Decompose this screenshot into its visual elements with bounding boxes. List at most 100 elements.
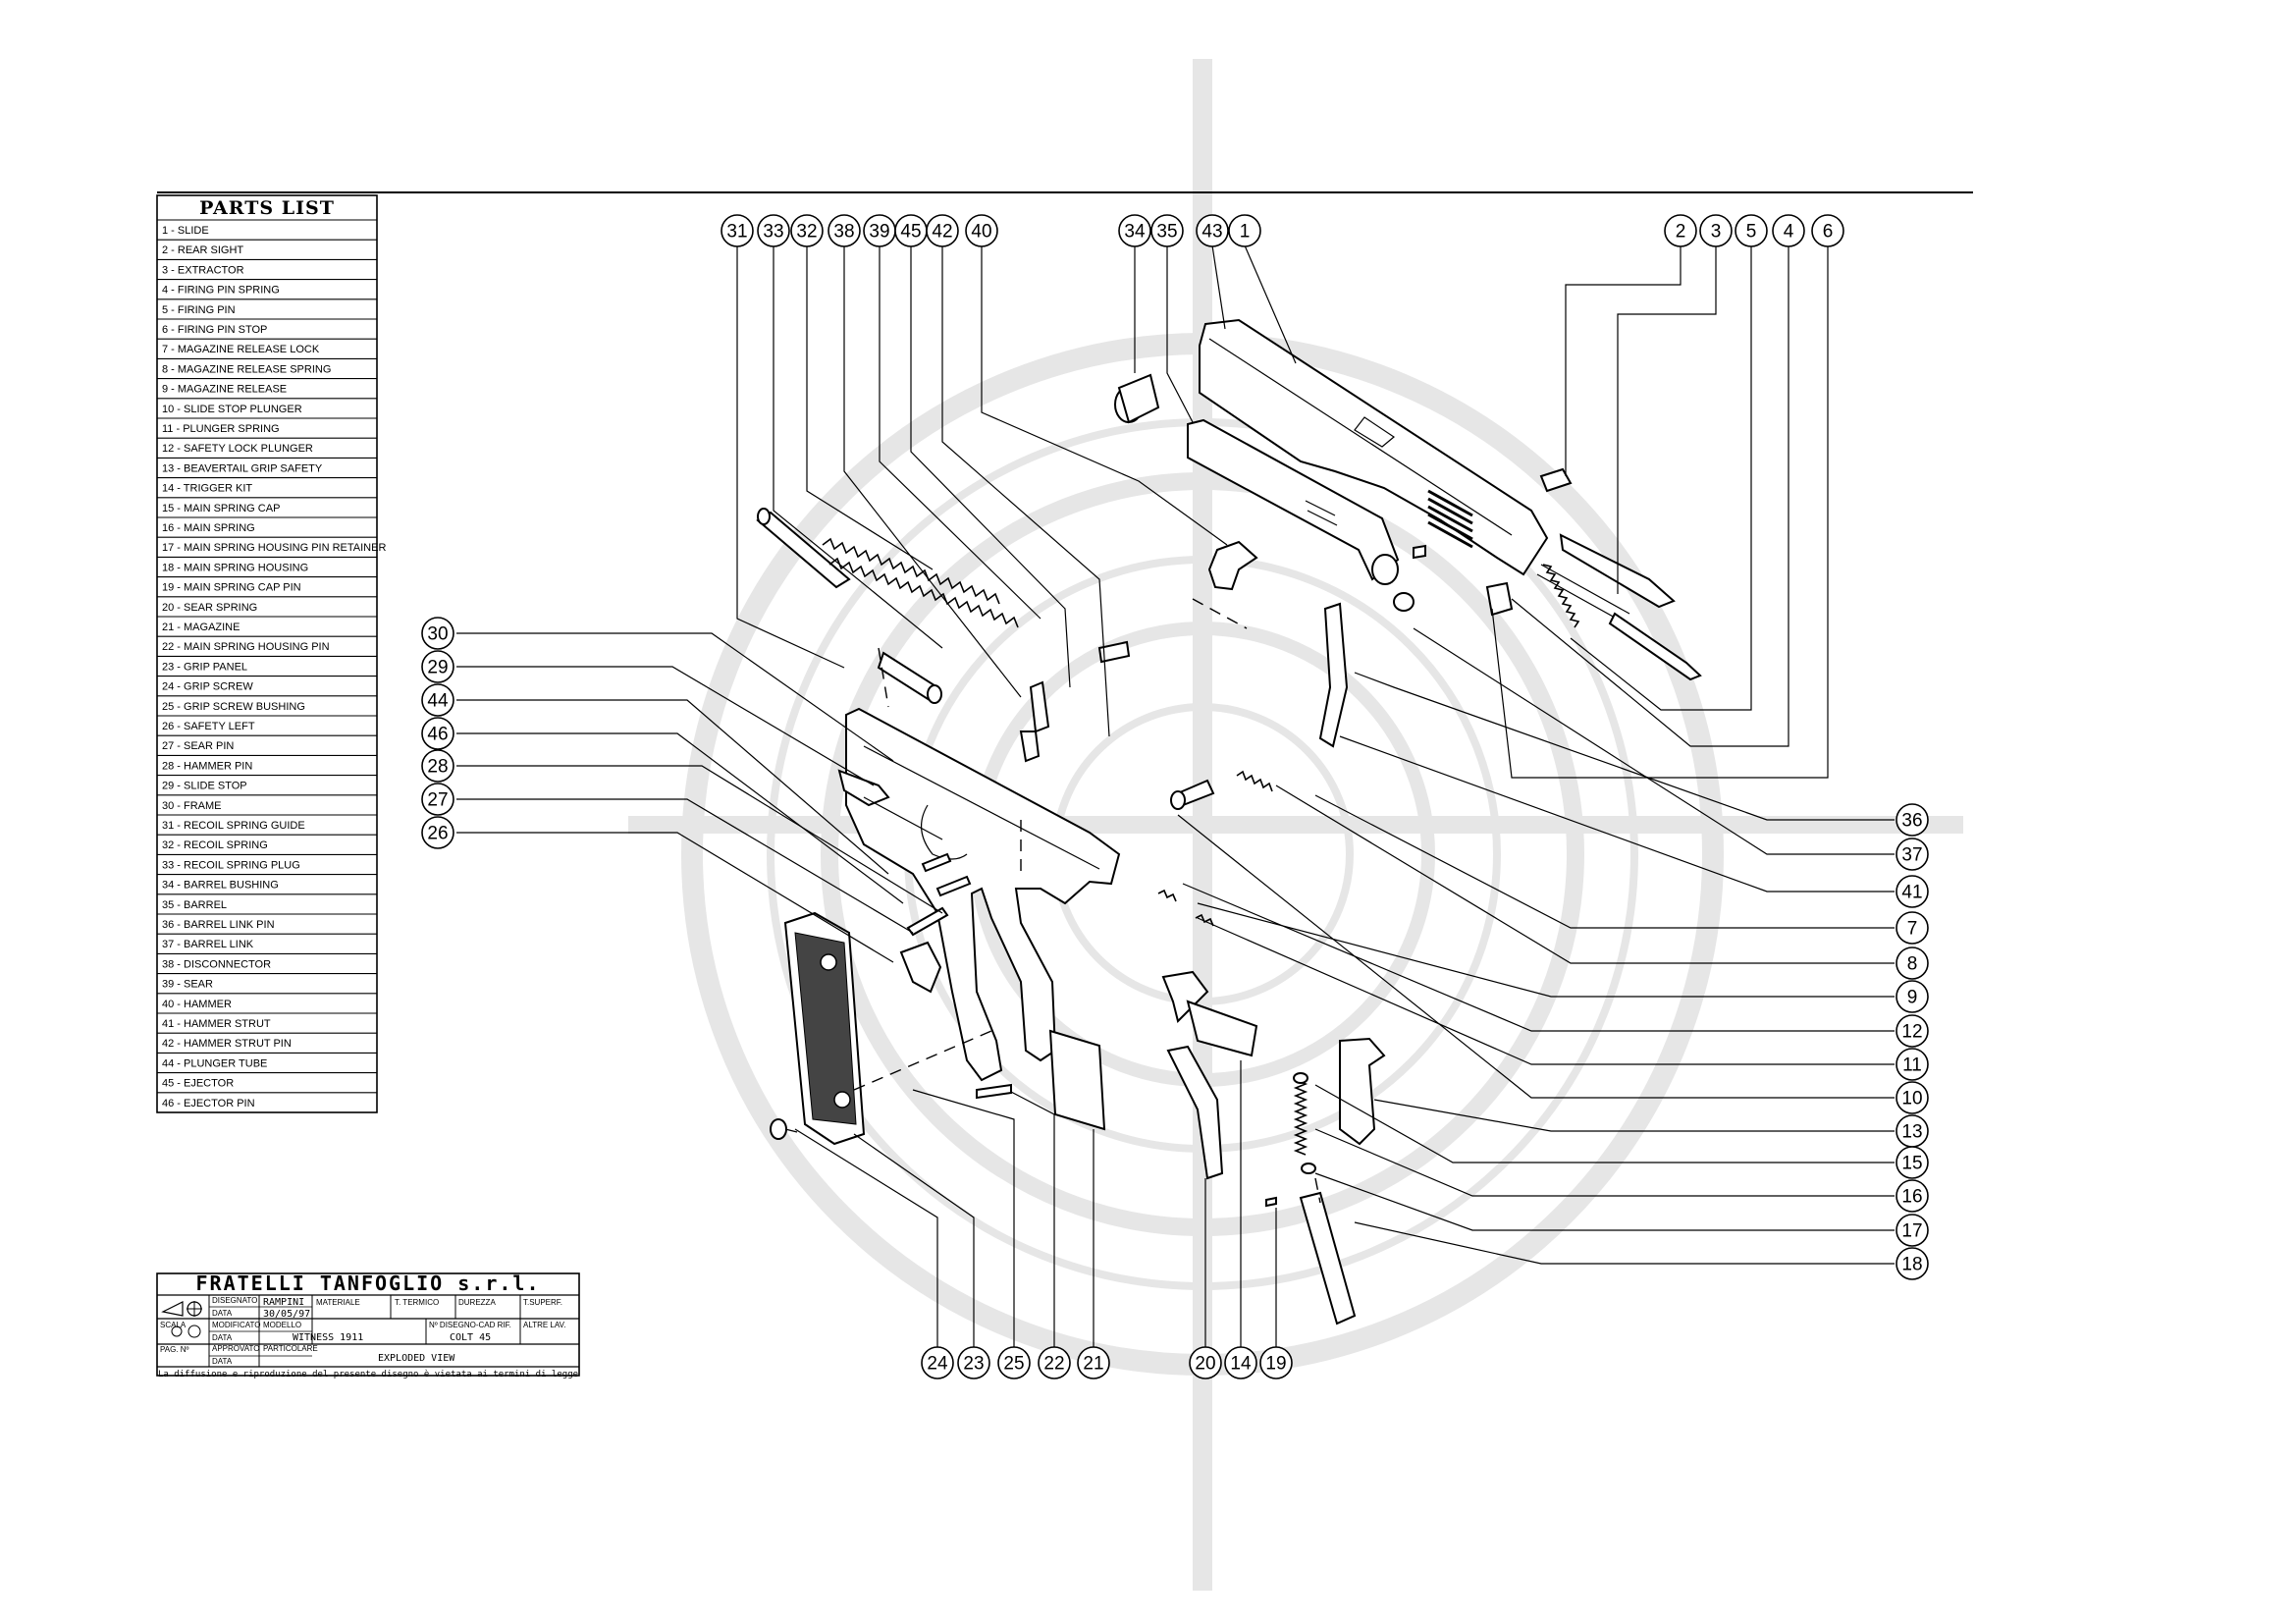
callout-number: 23 xyxy=(963,1354,984,1375)
parts-list-row: 14 - TRIGGER KIT xyxy=(162,483,252,495)
approved-label: APPROVATO xyxy=(212,1344,259,1353)
callout-44: 44 xyxy=(421,683,454,717)
callout-number: 44 xyxy=(427,691,449,712)
callout-6: 6 xyxy=(1811,214,1844,247)
callout-11: 11 xyxy=(1896,1048,1929,1081)
callout-number: 27 xyxy=(427,790,448,811)
callout-5: 5 xyxy=(1735,214,1768,247)
callout-4: 4 xyxy=(1772,214,1805,247)
parts-list-row: 11 - PLUNGER SPRING xyxy=(162,423,280,435)
main-spring-housing-part xyxy=(1265,1191,1357,1325)
parts-list-row: 8 - MAGAZINE RELEASE SPRING xyxy=(162,363,331,375)
parts-list-row: 28 - HAMMER PIN xyxy=(162,760,252,772)
callout-12: 12 xyxy=(1896,1014,1929,1048)
callout-number: 8 xyxy=(1907,954,1918,975)
callout-3: 3 xyxy=(1699,214,1733,247)
callout-35: 35 xyxy=(1150,214,1184,247)
callout-8: 8 xyxy=(1896,947,1929,980)
callout-number: 19 xyxy=(1265,1354,1286,1375)
firing-pin-stop-part xyxy=(1485,581,1514,617)
callout-number: 33 xyxy=(763,222,783,243)
callout-21: 21 xyxy=(1077,1346,1110,1380)
part-value: EXPLODED VIEW xyxy=(378,1353,455,1364)
callout-24: 24 xyxy=(921,1346,954,1380)
date-label: DATA xyxy=(212,1309,233,1318)
page-label: PAG. Nº xyxy=(160,1345,189,1354)
sear-part xyxy=(1019,730,1041,763)
parts-list-row: 42 - HAMMER STRUT PIN xyxy=(162,1038,292,1050)
parts-list-row: 40 - HAMMER xyxy=(162,999,232,1010)
callout-46: 46 xyxy=(421,717,454,750)
slide-stop-part xyxy=(837,769,943,840)
callout-27: 27 xyxy=(421,783,454,816)
callout-1: 1 xyxy=(1228,214,1261,247)
callout-34: 34 xyxy=(1118,214,1151,247)
callout-number: 11 xyxy=(1902,1055,1922,1076)
callout-38: 38 xyxy=(828,214,861,247)
parts-list-row: 23 - GRIP PANEL xyxy=(162,661,247,673)
parts-list-row: 21 - MAGAZINE xyxy=(162,622,240,633)
callout-31: 31 xyxy=(721,214,754,247)
main-spring-parts xyxy=(1293,1072,1316,1174)
callout-number: 24 xyxy=(927,1354,948,1375)
hammer-strut-pin-part xyxy=(1236,770,1273,792)
parts-list-row: 32 - RECOIL SPRING xyxy=(162,839,268,851)
reference-value: COLT 45 xyxy=(450,1332,491,1343)
callout-number: 12 xyxy=(1901,1022,1922,1043)
firing-pin-spring-part xyxy=(1536,564,1630,628)
parts-list-row: 7 - MAGAZINE RELEASE LOCK xyxy=(162,344,320,355)
parts-list-row: 6 - FIRING PIN STOP xyxy=(162,324,267,336)
callout-number: 1 xyxy=(1240,222,1251,243)
parts-list-row: 46 - EJECTOR PIN xyxy=(162,1098,255,1109)
barrel-bushing-part xyxy=(1114,373,1160,424)
recoil-spring-plug-part xyxy=(877,651,942,704)
parts-list-row: 2 - REAR SIGHT xyxy=(162,244,243,256)
safety-left-part xyxy=(899,941,942,994)
trigger-part xyxy=(1161,970,1258,1057)
slide-part xyxy=(1199,318,1549,576)
parts-list-row: 17 - MAIN SPRING HOUSING PIN RETAINER xyxy=(162,542,386,554)
callout-30: 30 xyxy=(421,617,454,650)
hardness-label: DUREZZA xyxy=(458,1298,496,1307)
callout-13: 13 xyxy=(1896,1114,1929,1148)
parts-list-row: 5 - FIRING PIN xyxy=(162,304,236,316)
callout-36: 36 xyxy=(1896,803,1929,837)
parts-list-row: 33 - RECOIL SPRING PLUG xyxy=(162,859,300,871)
callout-2: 2 xyxy=(1664,214,1697,247)
callout-number: 15 xyxy=(1901,1154,1922,1174)
other-work-label: ALTRE LAV. xyxy=(523,1321,565,1329)
parts-list-row: 15 - MAIN SPRING CAP xyxy=(162,503,280,514)
parts-list-title: PARTS LIST xyxy=(199,197,335,219)
barrel-part xyxy=(1187,418,1400,585)
pins-parts xyxy=(906,852,1012,1100)
callout-number: 2 xyxy=(1676,222,1686,243)
callout-10: 10 xyxy=(1896,1081,1929,1114)
heat-treatment-label: T. TERMICO xyxy=(395,1298,439,1307)
parts-list-row: 19 - MAIN SPRING CAP PIN xyxy=(162,582,301,594)
callout-22: 22 xyxy=(1038,1346,1071,1380)
callout-19: 19 xyxy=(1259,1346,1293,1380)
callout-42: 42 xyxy=(926,214,959,247)
disconnector-part xyxy=(1029,680,1050,733)
tanfoglio-logo-icon xyxy=(161,1301,202,1317)
grip-screw-part xyxy=(770,1118,798,1140)
callout-39: 39 xyxy=(863,214,896,247)
callout-number: 31 xyxy=(726,222,747,243)
scale-label: SCALA xyxy=(160,1321,187,1329)
frame-part xyxy=(845,707,1121,1082)
callout-number: 13 xyxy=(1901,1122,1922,1143)
parts-list-row: 26 - SAFETY LEFT xyxy=(162,721,255,732)
callout-28: 28 xyxy=(421,749,454,783)
callout-26: 26 xyxy=(421,816,454,849)
callout-number: 32 xyxy=(796,222,817,243)
callout-41: 41 xyxy=(1896,875,1929,908)
callout-number: 14 xyxy=(1230,1354,1252,1375)
barrel-link-part xyxy=(1393,544,1426,612)
callout-number: 40 xyxy=(971,222,991,243)
callout-number: 4 xyxy=(1784,222,1794,243)
callout-9: 9 xyxy=(1896,980,1929,1013)
parts-list-row: 24 - GRIP SCREW xyxy=(162,681,253,693)
settings-wheel-icon xyxy=(171,1325,201,1338)
callout-number: 9 xyxy=(1907,988,1918,1008)
